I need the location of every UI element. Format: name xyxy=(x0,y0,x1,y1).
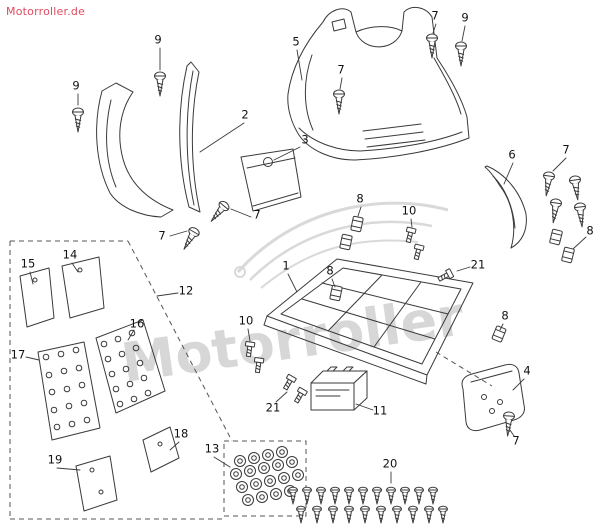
part-legshield-cover xyxy=(287,6,470,161)
callout-8: 8 xyxy=(501,308,509,323)
callout-3: 3 xyxy=(301,132,309,147)
callout-13: 13 xyxy=(204,441,220,456)
part-inner-plate xyxy=(240,148,302,212)
screw-icon xyxy=(540,170,556,198)
screw-icon xyxy=(333,89,345,115)
callout-10: 10 xyxy=(238,313,254,328)
callout-21: 21 xyxy=(265,400,281,415)
part-footboard-mat-right xyxy=(95,319,166,414)
clip-icon xyxy=(491,325,507,343)
screw-icon xyxy=(206,198,232,226)
bolt-icon xyxy=(411,243,425,261)
screw-icon xyxy=(154,71,166,97)
callout-4: 4 xyxy=(523,363,531,378)
leader-lines xyxy=(25,23,587,484)
part-plate-18 xyxy=(142,426,180,473)
callout-10: 10 xyxy=(401,203,417,218)
callout-9: 9 xyxy=(154,32,162,47)
clip-icon xyxy=(329,284,343,302)
callout-7: 7 xyxy=(562,142,570,157)
screw-icon xyxy=(568,174,584,202)
callout-1: 1 xyxy=(282,258,290,273)
callout-2: 2 xyxy=(241,107,249,122)
clip-icon xyxy=(339,233,353,251)
callout-15: 15 xyxy=(20,256,36,271)
screw-icon xyxy=(178,225,202,253)
clip-icon xyxy=(350,215,364,233)
part-floorboard xyxy=(263,258,474,385)
callout-11: 11 xyxy=(372,403,388,418)
part-front-shield xyxy=(96,61,201,218)
callout-8: 8 xyxy=(586,223,594,238)
callout-20: 20 xyxy=(382,456,398,471)
callout-9: 9 xyxy=(461,10,469,25)
callout-9: 9 xyxy=(72,78,80,93)
callout-7: 7 xyxy=(512,433,520,448)
screw-icon xyxy=(455,41,467,67)
part-plate-19 xyxy=(75,455,118,512)
callout-8: 8 xyxy=(326,263,334,278)
clip-icon xyxy=(560,246,576,264)
bolt-icon xyxy=(280,373,297,392)
callout-7: 7 xyxy=(337,62,345,77)
callout-12: 12 xyxy=(178,283,194,298)
screw-set-bottom xyxy=(288,486,448,524)
callout-5: 5 xyxy=(292,34,300,49)
screw-icon xyxy=(547,197,563,225)
part-battery xyxy=(310,366,368,411)
part-plate-14 xyxy=(61,256,105,319)
callout-17: 17 xyxy=(10,347,26,362)
clip-icon xyxy=(548,228,564,246)
part-side-panel xyxy=(484,165,527,249)
screw-icon xyxy=(72,107,84,133)
part-rear-cover xyxy=(461,363,525,432)
callout-14: 14 xyxy=(62,247,78,262)
callout-18: 18 xyxy=(173,426,189,441)
brand-watermark: Motorroller.de xyxy=(6,5,86,18)
bolt-icon xyxy=(291,386,308,405)
part-plate-15 xyxy=(19,267,55,328)
callout-21: 21 xyxy=(470,257,486,272)
callout-6: 6 xyxy=(508,147,516,162)
callout-7: 7 xyxy=(253,207,261,222)
part-footboard-mat-left xyxy=(37,341,101,441)
callout-16: 16 xyxy=(129,316,145,331)
bolt-icon xyxy=(436,268,455,284)
callout-19: 19 xyxy=(47,452,63,467)
dashed-boundaries xyxy=(9,240,493,520)
callout-7: 7 xyxy=(158,228,166,243)
callout-7: 7 xyxy=(431,8,439,23)
callout-8: 8 xyxy=(356,191,364,206)
